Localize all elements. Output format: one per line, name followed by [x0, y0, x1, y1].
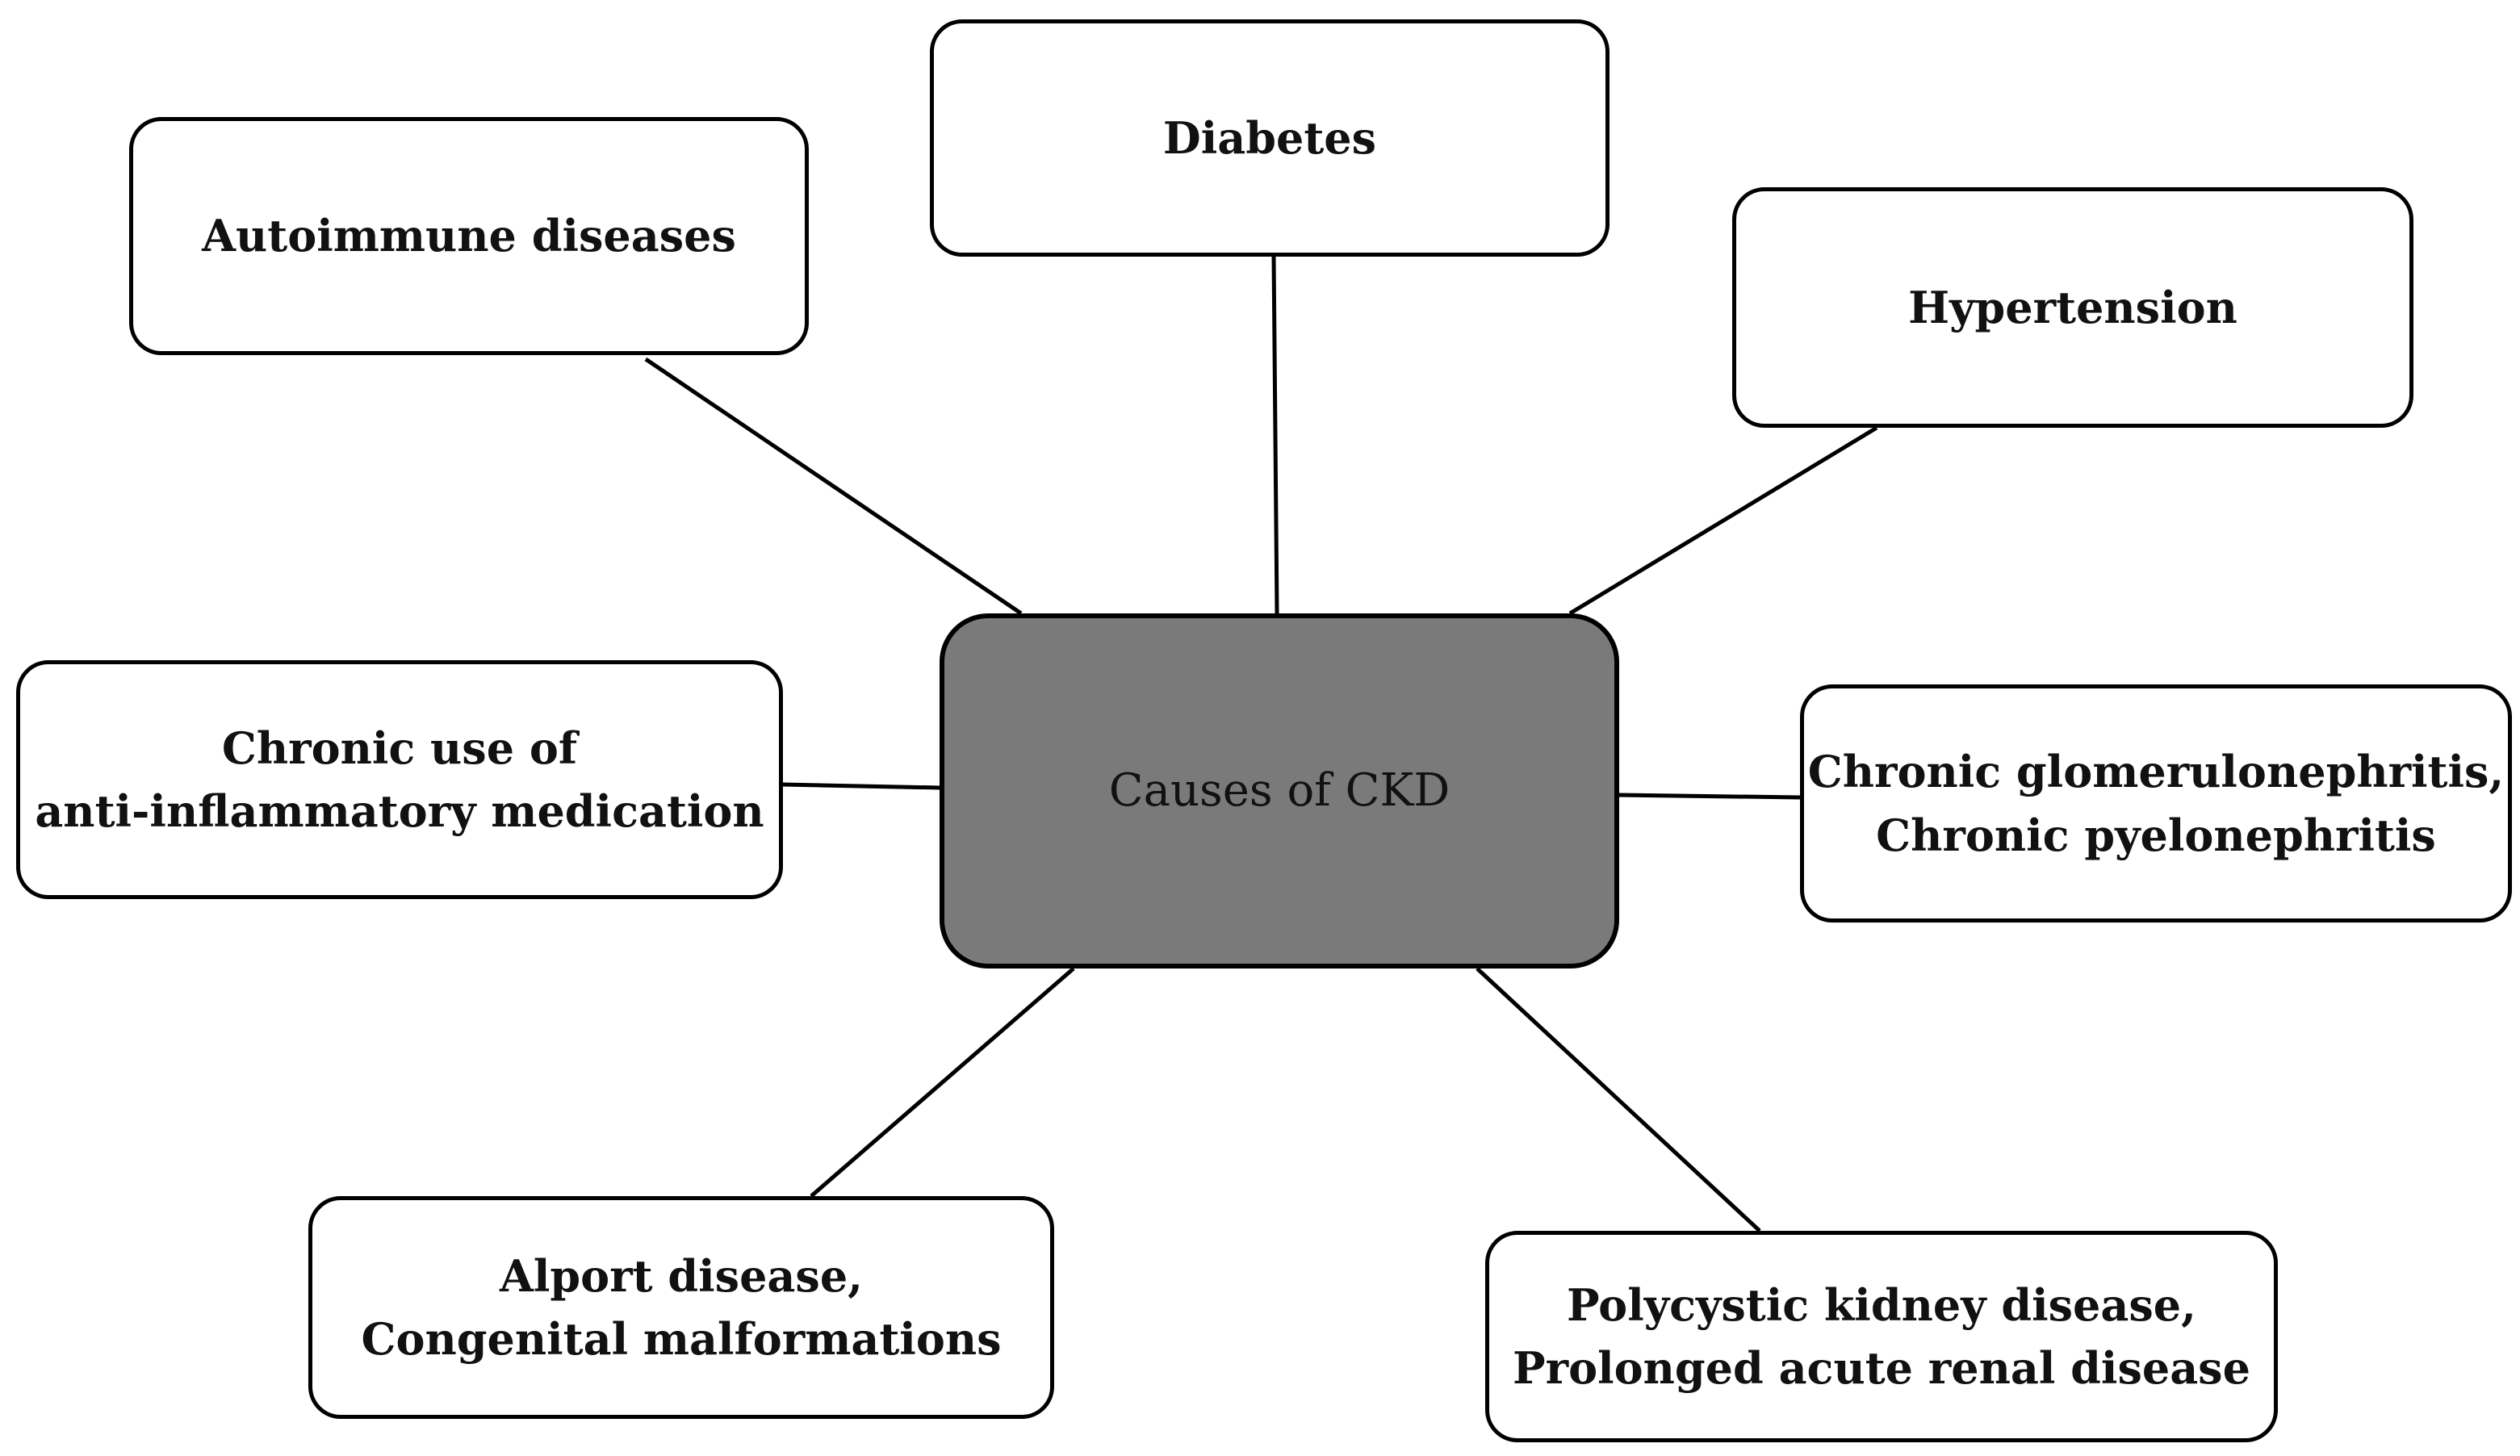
- cause-label-diabetes-line-1: Diabetes: [1162, 111, 1377, 164]
- connector-anti-inflammatory: [782, 782, 941, 790]
- center-node-causes-of-ckd: Causes of CKD: [940, 613, 1619, 969]
- connector-autoimmune: [644, 357, 1023, 616]
- center-label: Causes of CKD: [1108, 764, 1450, 818]
- cause-label-polycystic-line-2: Prolonged acute renal disease: [1513, 1342, 2250, 1394]
- cause-label-alport-line-2: Congenital malformations: [361, 1313, 1002, 1365]
- cause-node-anti-inflammatory: Chronic use of anti-inflammatory medicat…: [16, 660, 783, 899]
- cause-node-alport: Alport disease, Congenital malformations: [308, 1196, 1054, 1419]
- cause-label-anti-inflammatory-line-1: Chronic use of: [221, 722, 578, 774]
- cause-node-hypertension: Hypertension: [1732, 187, 2413, 428]
- cause-label-autoimmune-line-1: Autoimmune diseases: [202, 210, 736, 262]
- connector-alport: [810, 967, 1075, 1198]
- connector-polycystic: [1476, 967, 1761, 1232]
- cause-node-glomerulonephritis: Chronic glomerulonephritis, Chronic pyel…: [1800, 684, 2512, 923]
- connector-diabetes: [1271, 256, 1279, 614]
- connector-hypertension: [1568, 425, 1878, 616]
- cause-node-polycystic: Polycystic kidney disease, Prolonged acu…: [1485, 1231, 2278, 1442]
- cause-node-diabetes: Diabetes: [930, 19, 1610, 257]
- cause-label-glomerulonephritis-line-1: Chronic glomerulonephritis,: [1807, 746, 2505, 798]
- cause-label-hypertension-line-1: Hypertension: [1908, 281, 2237, 333]
- cause-label-glomerulonephritis-line-2: Chronic pyelonephritis: [1876, 809, 2436, 861]
- connector-glomerulonephritis: [1618, 793, 1801, 800]
- cause-label-anti-inflammatory-line-2: anti-inflammatory medication: [35, 785, 764, 837]
- cause-label-polycystic-line-1: Polycystic kidney disease,: [1567, 1278, 2196, 1331]
- cause-label-alport-line-1: Alport disease,: [500, 1249, 863, 1302]
- cause-node-autoimmune: Autoimmune diseases: [129, 117, 809, 355]
